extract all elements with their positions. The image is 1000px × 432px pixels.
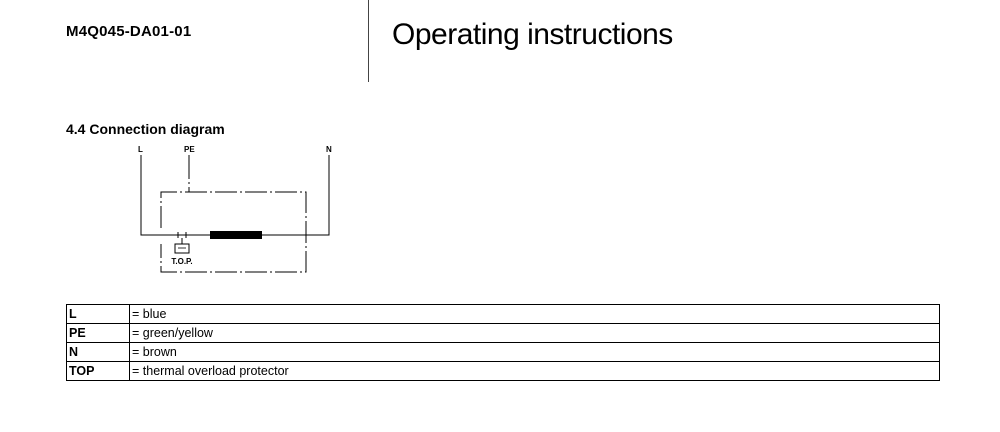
- document-code: M4Q045-DA01-01: [66, 23, 192, 40]
- wire-l: [140, 159, 178, 236]
- thermal-protector-label: T.O.P.: [171, 257, 192, 266]
- legend-abbr: PE: [66, 323, 130, 343]
- legend-abbr: L: [66, 304, 130, 324]
- legend-desc: = brown: [129, 342, 940, 362]
- table-row: TOP = thermal overload protector: [66, 361, 940, 381]
- legend-table: L = blue PE = green/yellow N = brown TOP…: [66, 304, 940, 381]
- section-title: 4.4 Connection diagram: [66, 121, 225, 137]
- terminal-label-l: L: [138, 145, 143, 154]
- header-divider: [368, 0, 369, 82]
- wire-n: [262, 159, 330, 236]
- table-row: PE = green/yellow: [66, 323, 940, 343]
- terminal-label-pe: PE: [184, 145, 195, 154]
- legend-desc: = green/yellow: [129, 323, 940, 343]
- legend-abbr: TOP: [66, 361, 130, 381]
- document-title: Operating instructions: [392, 18, 673, 51]
- housing-outline: [160, 191, 307, 273]
- legend-desc: = thermal overload protector: [129, 361, 940, 381]
- legend-abbr: N: [66, 342, 130, 362]
- terminal-label-n: N: [326, 145, 332, 154]
- connection-diagram: L PE N T.O.P.: [138, 145, 332, 273]
- table-row: L = blue: [66, 304, 940, 324]
- thermal-protector-symbol: [174, 232, 190, 254]
- legend-desc: = blue: [129, 304, 940, 324]
- table-row: N = brown: [66, 342, 940, 362]
- motor-winding: [210, 231, 262, 239]
